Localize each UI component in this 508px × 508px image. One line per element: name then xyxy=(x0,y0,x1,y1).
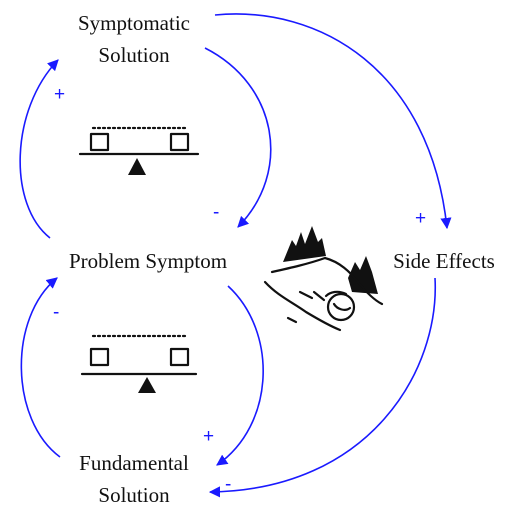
link-problem-to-symptomatic xyxy=(19,59,59,239)
balance-seesaw-icon xyxy=(78,126,200,175)
polarity-symptomatic-to-side-effects: + xyxy=(415,208,426,229)
link-problem-to-fundamental xyxy=(216,285,264,466)
polarity-fundamental-to-problem: - xyxy=(53,302,59,323)
snowball-hill-icon xyxy=(263,226,384,332)
polarity-side-effects-to-fundamental: - xyxy=(225,474,231,495)
polarity-problem-to-fundamental: + xyxy=(203,426,214,447)
node-fundamental-solution-line1: Fundamental xyxy=(79,451,189,475)
node-symptomatic-solution-line1: Symptomatic xyxy=(78,11,190,35)
node-problem-symptom: Problem Symptom xyxy=(69,249,227,273)
link-side-effects-to-fundamental xyxy=(208,277,436,498)
link-fundamental-to-problem xyxy=(20,277,61,458)
node-fundamental-solution-line2: Solution xyxy=(98,483,170,507)
link-symptomatic-to-side-effects xyxy=(214,13,452,230)
link-symptomatic-to-problem xyxy=(204,47,272,228)
polarity-problem-to-symptomatic: + xyxy=(54,84,65,105)
node-symptomatic-solution-line2: Solution xyxy=(98,43,170,67)
node-side-effects: Side Effects xyxy=(393,249,495,273)
balance-seesaw-icon xyxy=(80,334,198,393)
polarity-symptomatic-to-problem: - xyxy=(213,202,219,223)
